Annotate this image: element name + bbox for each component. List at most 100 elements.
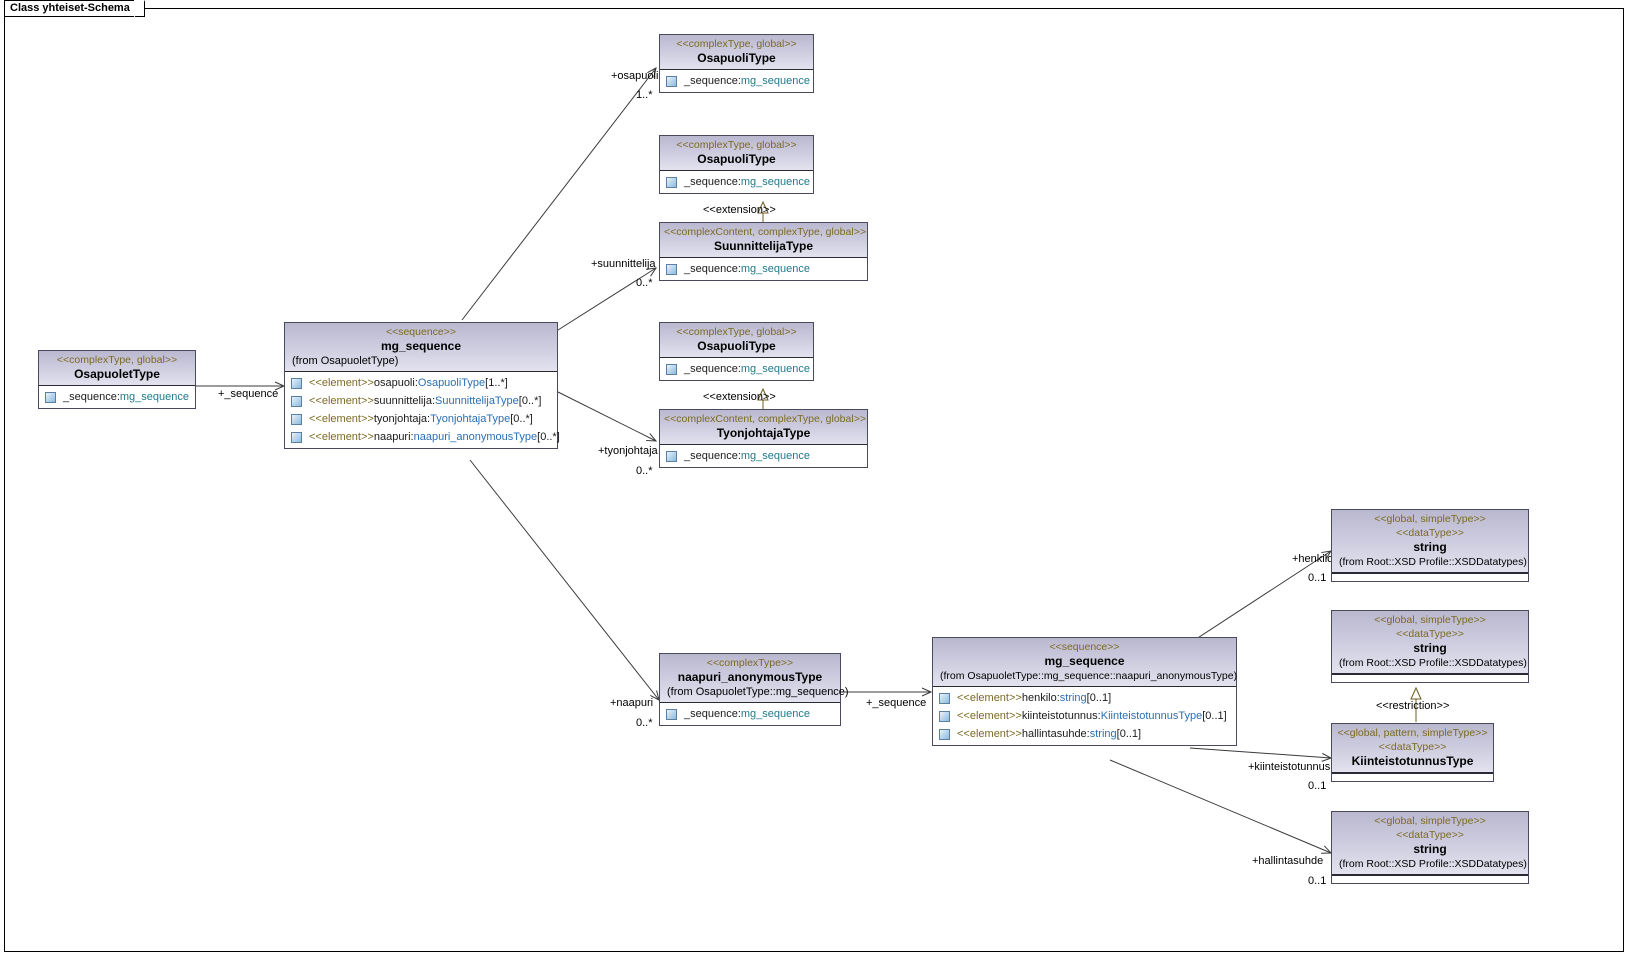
attribute-row[interactable]: <<element>> henkilo: string [0..1] <box>933 689 1236 707</box>
class-attributes: <<element>> osapuoli: OsapuoliType [1..*… <box>285 372 560 448</box>
attribute-row[interactable]: <<element>> osapuoli: OsapuoliType [1..*… <box>285 374 557 392</box>
attribute-row[interactable]: _sequence: mg_sequence <box>660 447 867 465</box>
class-attributes: _sequence: mg_sequence <box>660 258 867 280</box>
attribute-type: mg_sequence <box>740 450 810 462</box>
attribute-text: _sequence: <box>63 391 120 403</box>
class-from: (from OsapuoletType) <box>292 355 399 367</box>
class-stereotype: <<sequence>> <box>385 326 457 338</box>
class-stereotype: <<complexType>> <box>706 657 794 669</box>
attribute-text: hallintasuhde: <box>1021 728 1090 740</box>
connector-mult-suunnittelija: 0..* <box>636 277 653 289</box>
connector-label-tyonjohtaja: +tyonjohtaja <box>598 445 658 457</box>
attribute-type: SuunnittelijaType <box>435 395 519 407</box>
attribute-text: kiinteistotunnus: <box>1021 710 1101 722</box>
class-header: <<complexType, global>> OsapuoletType <box>39 351 195 386</box>
attribute-row[interactable]: _sequence: mg_sequence <box>660 173 813 191</box>
class-attributes-empty <box>1332 674 1528 682</box>
attribute-multiplicity: [0..1] <box>1116 728 1142 740</box>
class-attributes-empty <box>1332 875 1528 883</box>
attribute-stereotype: <<element>> <box>309 413 374 425</box>
connector-label-extension-1: <<extension>> <box>703 204 776 216</box>
class-stereotype: <<global, simpleType>> <box>1374 513 1486 525</box>
element-icon <box>291 413 302 425</box>
class-osapuolitype-3[interactable]: <<complexType, global>> OsapuoliType _se… <box>659 322 814 381</box>
class-attributes: _sequence: mg_sequence <box>660 70 813 92</box>
class-attributes: _sequence: mg_sequence <box>660 171 813 193</box>
class-osapuolettype[interactable]: <<complexType, global>> OsapuoletType _s… <box>38 350 196 409</box>
attribute-row[interactable]: <<element>> naapuri: naapuri_anonymousTy… <box>285 428 560 446</box>
class-from: (from Root::XSD Profile::XSDDatatypes) <box>1339 556 1527 568</box>
attribute-type: OsapuoliType <box>417 377 486 389</box>
class-mg-sequence-main[interactable]: <<sequence>> mg_sequence (from Osapuolet… <box>284 322 560 449</box>
element-icon <box>45 391 56 403</box>
class-header: <<complexContent, complexType, global>> … <box>660 223 867 258</box>
class-name: SuunnittelijaType <box>713 239 814 253</box>
attribute-type: string <box>1059 692 1087 704</box>
class-header: <<global, simpleType>> <<dataType>> stri… <box>1332 611 1528 674</box>
attribute-type: TyonjohtajaType <box>430 413 511 425</box>
attribute-row[interactable]: _sequence: mg_sequence <box>660 260 867 278</box>
class-kiinteistotunnustype[interactable]: <<global, pattern, simpleType>> <<dataTy… <box>1331 723 1494 782</box>
class-osapuolitype-1[interactable]: <<complexType, global>> OsapuoliType _se… <box>659 34 814 93</box>
class-stereotype: <<complexType, global>> <box>56 354 178 366</box>
attribute-row[interactable]: _sequence: mg_sequence <box>39 388 195 406</box>
attribute-row[interactable]: _sequence: mg_sequence <box>660 360 813 378</box>
class-osapuolitype-2[interactable]: <<complexType, global>> OsapuoliType _se… <box>659 135 814 194</box>
connector-label-restriction-1: <<restriction>> <box>1376 700 1450 712</box>
class-stereotype: <<complexContent, complexType, global>> <box>664 226 866 238</box>
class-tyonjohtajatype[interactable]: <<complexContent, complexType, global>> … <box>659 409 868 468</box>
attribute-multiplicity: [1..*] <box>485 377 508 389</box>
class-from: (from OsapuoletType::mg_sequence::naapur… <box>940 670 1238 682</box>
attribute-stereotype: <<element>> <box>957 692 1022 704</box>
element-icon <box>291 377 302 389</box>
attribute-row[interactable]: <<element>> suunnittelija: Suunnittelija… <box>285 392 557 410</box>
attribute-row[interactable]: _sequence: mg_sequence <box>660 705 840 723</box>
connector-label-hallintasuhde: +hallintasuhde <box>1252 855 1324 867</box>
element-icon <box>666 450 677 462</box>
connector-label-osapuoli: +osapuoli <box>611 70 659 82</box>
attribute-text: tyonjohtaja: <box>373 413 431 425</box>
class-suunnittelijatype[interactable]: <<complexContent, complexType, global>> … <box>659 222 868 281</box>
attribute-text: osapuoli: <box>373 377 418 389</box>
class-name: OsapuoliType <box>697 152 776 166</box>
connector-label-kiinteistotunnus: +kiinteistotunnus <box>1248 761 1331 773</box>
element-icon <box>939 692 950 704</box>
class-header: <<complexType, global>> OsapuoliType <box>660 323 813 358</box>
class-string-2[interactable]: <<global, simpleType>> <<dataType>> stri… <box>1331 610 1529 683</box>
attribute-multiplicity: [0..*] <box>510 413 533 425</box>
attribute-type: mg_sequence <box>740 263 810 275</box>
attribute-row[interactable]: <<element>> tyonjohtaja: TyonjohtajaType… <box>285 410 557 428</box>
class-name: OsapuoletType <box>74 367 160 381</box>
class-header: <<complexType>> naapuri_anonymousType (f… <box>660 654 849 703</box>
attribute-row[interactable]: _sequence: mg_sequence <box>660 72 813 90</box>
attribute-stereotype: <<element>> <box>957 710 1022 722</box>
diagram-frame <box>4 8 1624 952</box>
attribute-type: mg_sequence <box>740 708 810 720</box>
diagram-frame-label-text: Class yhteiset-Schema <box>10 2 130 14</box>
attribute-multiplicity: [0..1] <box>1202 710 1227 722</box>
attribute-text: _sequence: <box>684 363 741 375</box>
attribute-multiplicity: [0..*] <box>537 431 560 443</box>
class-header: <<global, simpleType>> <<dataType>> stri… <box>1332 812 1528 875</box>
class-mg-sequence-naapuri[interactable]: <<sequence>> mg_sequence (from Osapuolet… <box>932 637 1237 746</box>
class-stereotype: <<complexType, global>> <box>676 38 797 50</box>
element-icon <box>666 363 677 375</box>
attribute-row[interactable]: <<element>> kiinteistotunnus: Kiinteisto… <box>933 707 1236 725</box>
class-stereotype: <<complexType, global>> <box>676 326 797 338</box>
connector-label-sequence-left: +_sequence <box>218 388 279 400</box>
connector-mult-osapuoli: 1..* <box>636 89 653 101</box>
class-string-1[interactable]: <<global, simpleType>> <<dataType>> stri… <box>1331 509 1529 582</box>
class-name: KiinteistotunnusType <box>1351 754 1474 768</box>
attribute-text: _sequence: <box>684 263 741 275</box>
connector-label-naapuri: +naapuri <box>610 697 654 709</box>
class-naapuri-anonymoustype[interactable]: <<complexType>> naapuri_anonymousType (f… <box>659 653 849 726</box>
class-string-3[interactable]: <<global, simpleType>> <<dataType>> stri… <box>1331 811 1529 884</box>
element-icon <box>666 263 677 275</box>
attribute-type: mg_sequence <box>740 176 810 188</box>
attribute-type: string <box>1089 728 1117 740</box>
attribute-row[interactable]: <<element>> hallintasuhde: string [0..1] <box>933 725 1236 743</box>
class-name: string <box>1413 641 1447 655</box>
class-from: (from OsapuoletType::mg_sequence) <box>667 686 849 698</box>
class-stereotype-2: <<dataType>> <box>1396 628 1464 640</box>
